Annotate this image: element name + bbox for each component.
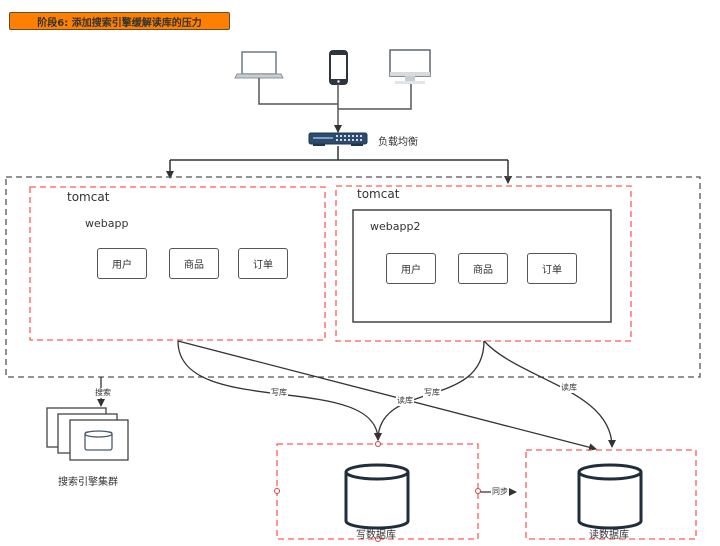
write-database-icon	[344, 463, 410, 530]
load-balancer-icon	[308, 132, 368, 146]
edge-label-write: 写库	[270, 388, 288, 398]
load-balancer-label: 负载均衡	[378, 137, 418, 148]
module-product: 商品	[169, 248, 219, 279]
read-db-label: 读数据库	[589, 530, 629, 541]
search-engine-cluster-icon	[46, 407, 129, 461]
read-database-icon	[577, 463, 643, 530]
desktop-monitor-icon	[389, 49, 431, 84]
read-db-boundary	[525, 449, 697, 540]
tomcat-2-boundary	[335, 185, 632, 342]
edge-label-read: 读库	[396, 396, 414, 406]
edge-tomcat1-read	[177, 340, 597, 452]
tomcat-2-label: tomcat	[357, 187, 400, 201]
search-cluster-label: 搜索引擎集群	[58, 477, 118, 488]
connection-points	[274, 441, 481, 542]
write-db-label: 写数据库	[356, 530, 396, 541]
tomcat-1-boundary	[29, 186, 326, 341]
edge-label-sync: 同步	[491, 487, 509, 497]
edge-label-search: 搜索	[94, 388, 112, 398]
edge-label-read: 读库	[560, 383, 578, 393]
tomcat-1-label: tomcat	[67, 190, 110, 204]
webapp2-box	[352, 209, 612, 323]
lb-to-servers-connectors	[166, 146, 512, 184]
webapp2-label: webapp2	[370, 220, 421, 233]
edge-tomcat2-read	[483, 340, 616, 448]
laptop-icon	[234, 51, 284, 79]
module-order: 订单	[527, 253, 577, 284]
client-connectors	[258, 78, 412, 133]
page-title: 阶段6: 添加搜索引擎缓解读库的压力	[9, 12, 230, 30]
module-product: 商品	[458, 253, 508, 284]
module-user: 用户	[386, 253, 436, 284]
edge-label-write: 写库	[423, 388, 441, 398]
module-user: 用户	[97, 248, 147, 279]
mobile-phone-icon	[329, 50, 348, 85]
webapp-label: webapp	[85, 217, 129, 230]
module-order: 订单	[238, 248, 288, 279]
server-cluster-boundary	[5, 176, 701, 378]
